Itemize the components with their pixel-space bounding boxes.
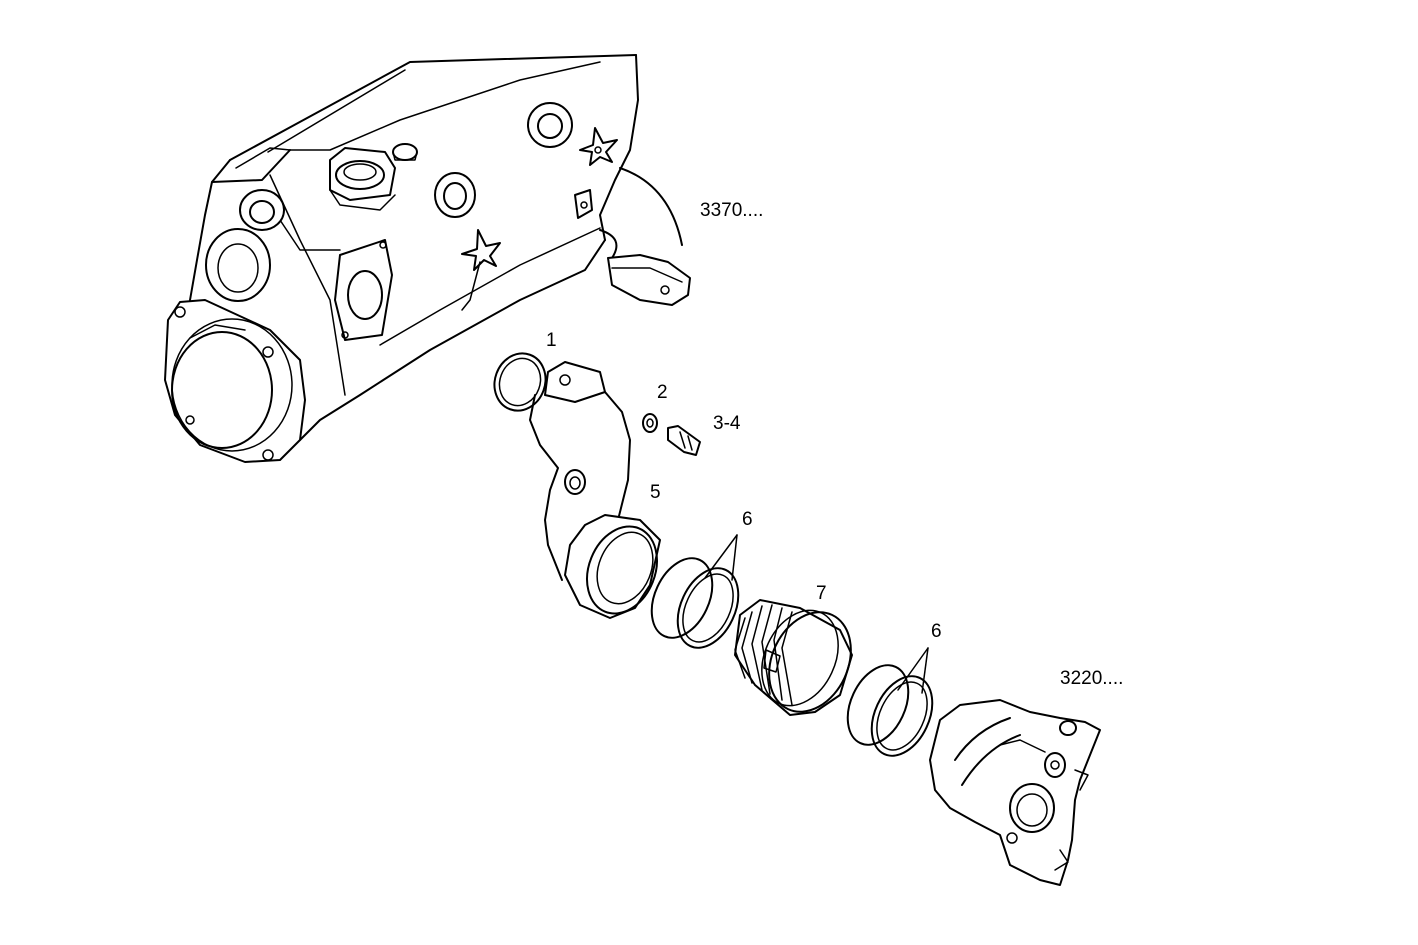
sight-plug-middle (434, 172, 476, 218)
filler-plug (392, 143, 418, 161)
part-2-washer (642, 413, 658, 433)
part-3-4-bolt (667, 425, 701, 456)
callout-part-5: 5 (650, 482, 661, 503)
top-port-cover (329, 147, 396, 211)
ref-label-3370: 3370.... (700, 200, 763, 221)
sight-plug-upper (527, 102, 573, 148)
elbow-pipe-3370 (599, 167, 691, 306)
front-port-lower (205, 228, 271, 302)
end-cover (164, 299, 306, 463)
part-5-elbow-housing (529, 361, 661, 619)
front-port-upper (239, 189, 285, 231)
ref-label-3220: 3220.... (1060, 668, 1123, 689)
part-6-lower-seal-rings (846, 664, 934, 757)
callout-part-6-lower: 6 (931, 621, 942, 642)
housing-3220 (929, 699, 1101, 886)
callout-part-3-4: 3-4 (713, 413, 741, 434)
engine-block (164, 54, 691, 463)
mounting-bracket-upper (579, 127, 618, 166)
callout-part-6-upper: 6 (742, 509, 753, 530)
callout-part-1: 1 (546, 330, 557, 351)
part-1-o-ring (493, 352, 547, 412)
side-flange (334, 239, 393, 341)
callout-part-7: 7 (816, 583, 827, 604)
bracket-boss (574, 189, 593, 219)
leader-lines (704, 534, 929, 694)
mounting-bracket-lower (461, 229, 501, 311)
part-6-upper-seal-rings (650, 557, 740, 649)
part-7-sleeve (734, 599, 853, 716)
callout-part-2: 2 (657, 382, 668, 403)
